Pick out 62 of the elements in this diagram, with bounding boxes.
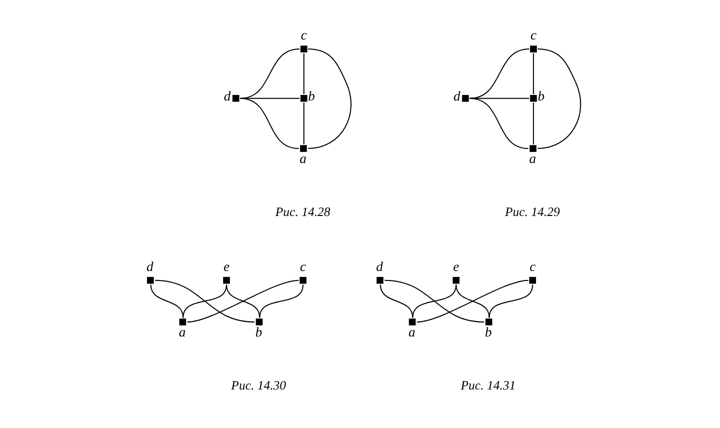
connector bbox=[470, 48, 530, 99]
node-box bbox=[232, 94, 240, 102]
node-box bbox=[300, 276, 306, 284]
node-label: a bbox=[408, 324, 416, 340]
label: Рис. 14.31 bbox=[460, 378, 516, 393]
connector bbox=[412, 284, 457, 318]
node-label: a bbox=[529, 150, 536, 166]
node-box bbox=[179, 318, 186, 326]
connector bbox=[456, 284, 490, 318]
node-label: c bbox=[530, 258, 536, 274]
node-label: b bbox=[485, 324, 492, 340]
node-box bbox=[300, 46, 308, 52]
connector bbox=[226, 284, 260, 318]
node-label: b bbox=[255, 324, 262, 340]
node-label: a bbox=[300, 150, 306, 166]
node-box bbox=[256, 318, 263, 326]
connector bbox=[240, 98, 299, 150]
node-label: b bbox=[538, 88, 545, 104]
connector bbox=[380, 284, 414, 318]
connector bbox=[259, 284, 304, 318]
node-label: d bbox=[454, 88, 460, 104]
node-box bbox=[530, 94, 537, 102]
node-label: c bbox=[530, 28, 537, 43]
node-label: d bbox=[224, 88, 231, 104]
connector bbox=[416, 280, 528, 322]
node-box bbox=[530, 46, 537, 52]
node-box bbox=[452, 276, 460, 284]
connector bbox=[303, 102, 304, 144]
label: Рис. 14.30 bbox=[231, 378, 286, 393]
node-box bbox=[147, 276, 154, 284]
connector bbox=[532, 53, 534, 94]
connector bbox=[384, 280, 484, 322]
node-box bbox=[529, 276, 536, 284]
label: Рис. 14.29 bbox=[504, 205, 560, 220]
node-label: e bbox=[453, 258, 460, 274]
node-label: d bbox=[146, 258, 154, 274]
connector bbox=[182, 284, 227, 318]
node-box bbox=[223, 276, 230, 284]
connector bbox=[155, 280, 255, 322]
node-box bbox=[300, 94, 308, 102]
node-box bbox=[408, 318, 416, 326]
node-box bbox=[485, 318, 492, 326]
connector bbox=[488, 284, 534, 318]
connector bbox=[308, 48, 352, 150]
node-box bbox=[530, 145, 536, 152]
node-box bbox=[300, 145, 307, 152]
node-box bbox=[462, 94, 469, 102]
connector bbox=[470, 98, 528, 150]
node-label: a bbox=[178, 324, 186, 340]
node-label: d bbox=[376, 258, 383, 274]
node-label: b bbox=[308, 88, 315, 104]
connector bbox=[303, 53, 304, 94]
label: Рис. 14.28 bbox=[275, 205, 330, 220]
connector bbox=[532, 102, 534, 144]
node-label: c bbox=[300, 258, 306, 274]
node-label: e bbox=[224, 258, 230, 274]
node-box bbox=[376, 276, 384, 284]
connector bbox=[240, 48, 300, 99]
node-label: c bbox=[300, 28, 307, 43]
connector bbox=[187, 280, 299, 322]
connector bbox=[150, 284, 184, 318]
connector bbox=[538, 48, 582, 150]
